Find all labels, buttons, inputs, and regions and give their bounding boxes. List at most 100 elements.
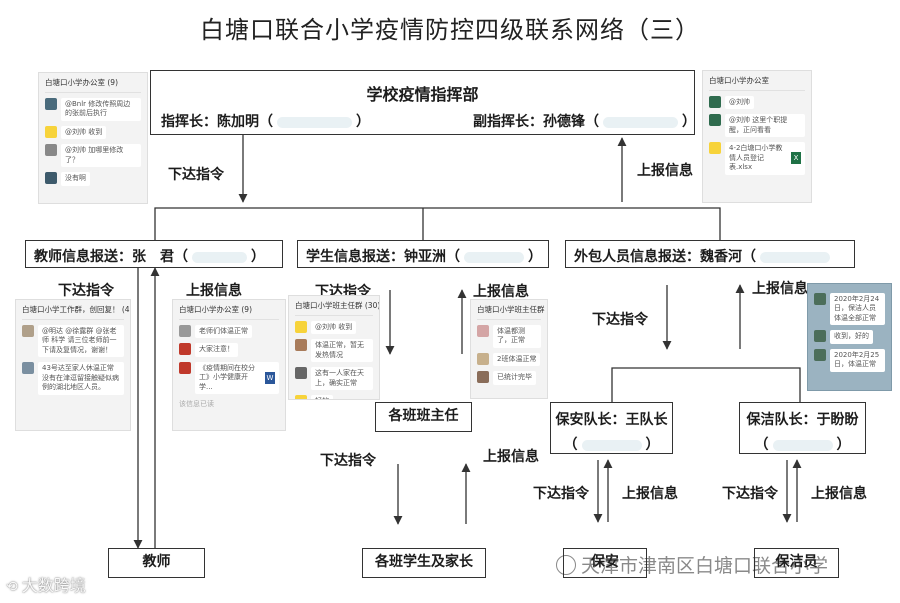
chat-screenshot-teacher-group: 白塘口小学工作群，创回复！ (47) @明达 @徐露群 @张老师 科学 请三位老… xyxy=(15,299,131,431)
avatar xyxy=(477,353,489,365)
chat-screenshot-phone: 2020年2月24日，保洁人员体温全部正常 收到，好的 2020年2月25日，体… xyxy=(807,283,892,391)
chat-screenshot-head-teacher-b: 白塘口小学班主任群 (30) 体温都测了，正常 2班体温正常 已统计完毕 xyxy=(470,299,548,399)
chat-message: 体温都测了，正常 xyxy=(493,325,541,348)
redacted-phone xyxy=(192,252,247,263)
chat-message: 2020年2月25日，体温正常 xyxy=(830,349,885,372)
chat-message: 43号达至家人休温正常没有在津逗留接触疑似病例的湖北地区人员。 xyxy=(38,362,124,394)
redacted-phone xyxy=(760,252,830,263)
chat-group-name: 白塘口小学办公室 xyxy=(709,75,805,91)
chat-message: @刘帅 这里个职提醒，正问看看 xyxy=(725,114,805,137)
chat-screenshot-top-left: 白塘口小学办公室 (9) @Bnlr 修改传照周边的张前后执行 @刘帅 收到 @… xyxy=(38,72,148,204)
chat-group-name: 白塘口小学办公室 (9) xyxy=(45,77,141,93)
label-report-security: 上报信息 xyxy=(622,483,678,503)
class-teachers-box: 各班班主任 xyxy=(375,402,472,432)
label-issue-cleaning: 下达指令 xyxy=(722,483,778,503)
avatar xyxy=(45,126,57,138)
branch-line-tier3 xyxy=(612,368,800,402)
avatar xyxy=(45,98,57,110)
label-issue-hq: 下达指令 xyxy=(168,164,224,184)
watermark-logo-icon: ⟲ xyxy=(6,579,18,595)
avatar xyxy=(295,367,307,379)
outsourced-reporting-box: 外包人员信息报送：魏香河（ xyxy=(565,240,855,268)
branch-line-tier2 xyxy=(155,208,720,240)
chat-message: 老师们体温正常 xyxy=(195,325,252,338)
student-reporting-box: 学生信息报送：钟亚洲（ ） xyxy=(297,240,549,268)
chat-message: @刘帅 收到 xyxy=(311,321,356,334)
chat-message: @刘帅 xyxy=(725,96,754,109)
watermark-text: 大数跨境 xyxy=(22,576,86,595)
student-reporting-close: ） xyxy=(528,249,542,265)
label-report-hq: 上报信息 xyxy=(637,160,693,180)
security-leader-label: 保安队长：王队长 xyxy=(551,409,672,429)
chat-message: @明达 @徐露群 @张老师 科学 请三位老师前一下请及复情况，谢谢！ xyxy=(38,325,124,357)
chat-message: 没有啊 xyxy=(61,172,90,185)
avatar xyxy=(709,96,721,108)
chat-message: 收到，好的 xyxy=(830,330,873,343)
teacher-reporting-close: ） xyxy=(251,249,265,265)
student-reporting-label: 学生信息报送：钟亚洲（ xyxy=(306,249,460,265)
hq-box: 学校疫情指挥部 指挥长：陈加明（ ） 副指挥长：孙德锋（ ） xyxy=(150,70,695,135)
wechat-logo-icon xyxy=(556,555,576,575)
avatar xyxy=(709,142,721,154)
avatar xyxy=(45,144,57,156)
chat-message: 2020年2月24日，保洁人员体温全部正常 xyxy=(830,293,885,325)
watermark-bottom-left: ⟲大数跨境 xyxy=(6,572,86,596)
chat-group-name: 白塘口小学工作群，创回复！ (47) xyxy=(22,304,124,320)
avatar xyxy=(179,362,191,374)
read-status: 该信息已读 xyxy=(179,399,279,409)
avatar xyxy=(295,321,307,333)
label-issue-outsourced: 下达指令 xyxy=(592,309,648,329)
avatar xyxy=(295,395,307,400)
teacher-reporting-box: 教师信息报送：张 君（ ） xyxy=(25,240,283,268)
file-name: 4-2白塘口小学教情人员登记表.xlsx xyxy=(729,144,787,172)
chat-message: 2班体温正常 xyxy=(493,353,540,366)
word-file-icon: W xyxy=(265,372,275,384)
chat-screenshot-head-teacher-a: 白塘口小学班主任群 (30) @刘帅 收到 体温正常，暂无发热情况 这有一人家在… xyxy=(288,295,380,400)
redacted-phone xyxy=(603,117,678,128)
hq-chief: 指挥长：陈加明（ ） xyxy=(161,111,370,131)
hq-chief-label: 指挥长：陈加明（ xyxy=(161,114,273,130)
avatar xyxy=(814,330,826,342)
avatar xyxy=(22,362,34,374)
label-report-teacher: 上报信息 xyxy=(186,280,242,300)
label-issue-classteacher: 下达指令 xyxy=(320,450,376,470)
label-issue-security: 下达指令 xyxy=(533,483,589,503)
redacted-phone: （） xyxy=(740,434,865,454)
avatar xyxy=(179,325,191,337)
chat-group-name: 白塘口小学班主任群 (30) xyxy=(477,304,541,320)
hq-title: 学校疫情指挥部 xyxy=(151,81,694,105)
watermark-text: 天津市津南区白塘口联合小学 xyxy=(581,555,828,577)
chat-message: 体温正常，暂无发热情况 xyxy=(311,339,373,362)
cleaning-leader-box: 保洁队长：于盼盼 （） xyxy=(739,402,866,454)
chat-group-name: 白塘口小学办公室 (9) xyxy=(179,304,279,320)
chat-message: @刘帅 收到 xyxy=(61,126,106,139)
watermark-bottom-right: 天津市津南区白塘口联合小学 xyxy=(556,551,828,578)
chat-message: 大家注意！ xyxy=(195,343,238,356)
teacher-reporting-label: 教师信息报送：张 君（ xyxy=(34,249,188,265)
redacted-phone: （） xyxy=(551,434,672,454)
chat-message: 好的 xyxy=(311,395,333,400)
hq-vice: 副指挥长：孙德锋（ ） xyxy=(473,111,696,131)
hq-chief-close: ） xyxy=(356,114,370,130)
avatar xyxy=(477,371,489,383)
redacted-phone xyxy=(277,117,352,128)
chat-message: 已统计完毕 xyxy=(493,371,536,384)
label-report-student: 上报信息 xyxy=(473,281,529,301)
outsourced-reporting-label: 外包人员信息报送：魏香河（ xyxy=(574,249,756,265)
redacted-phone xyxy=(464,252,524,263)
avatar xyxy=(814,349,826,361)
teachers-box: 教师 xyxy=(108,548,205,578)
avatar xyxy=(45,172,57,184)
label-report-outsourced: 上报信息 xyxy=(752,278,808,298)
avatar xyxy=(22,325,34,337)
chat-message: @刘帅 加哪里修改了？ xyxy=(61,144,141,167)
chat-message: 这有一人家在天上，确实正常 xyxy=(311,367,373,390)
avatar xyxy=(295,339,307,351)
file-name: 《疫情期间在校分工》小学健康开学... xyxy=(199,364,261,392)
cleaning-leader-label: 保洁队长：于盼盼 xyxy=(740,409,865,429)
chat-screenshot-top-right: 白塘口小学办公室 @刘帅 @刘帅 这里个职提醒，正问看看 4-2白塘口小学教情人… xyxy=(702,70,812,203)
hq-vice-label: 副指挥长：孙德锋（ xyxy=(473,114,599,130)
chat-message: @Bnlr 修改传照周边的张前后执行 xyxy=(61,98,141,121)
hq-vice-close: ） xyxy=(682,114,696,130)
